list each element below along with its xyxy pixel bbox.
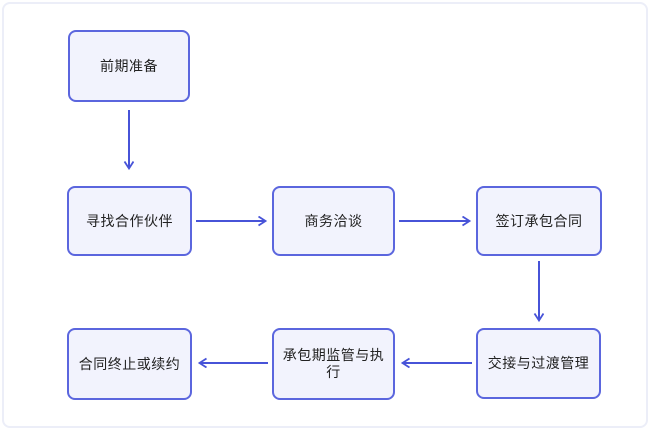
node-label: 承包期监管与执行 — [282, 347, 385, 380]
node-label: 交接与过渡管理 — [487, 355, 590, 372]
node-preliminary-preparation: 前期准备 — [68, 30, 190, 102]
node-label: 商务洽谈 — [304, 212, 363, 229]
node-handover-transition: 交接与过渡管理 — [476, 328, 601, 399]
node-termination-renewal: 合同终止或续约 — [67, 328, 192, 400]
node-label: 合同终止或续约 — [78, 355, 181, 372]
node-label: 寻找合作伙伴 — [86, 212, 173, 229]
node-business-negotiation: 商务洽谈 — [272, 186, 395, 256]
node-label: 签订承包合同 — [495, 212, 583, 229]
node-contract-supervision: 承包期监管与执行 — [272, 328, 395, 400]
node-label: 前期准备 — [100, 57, 158, 74]
node-sign-contract: 签订承包合同 — [476, 186, 602, 256]
node-find-partners: 寻找合作伙伴 — [67, 186, 192, 256]
